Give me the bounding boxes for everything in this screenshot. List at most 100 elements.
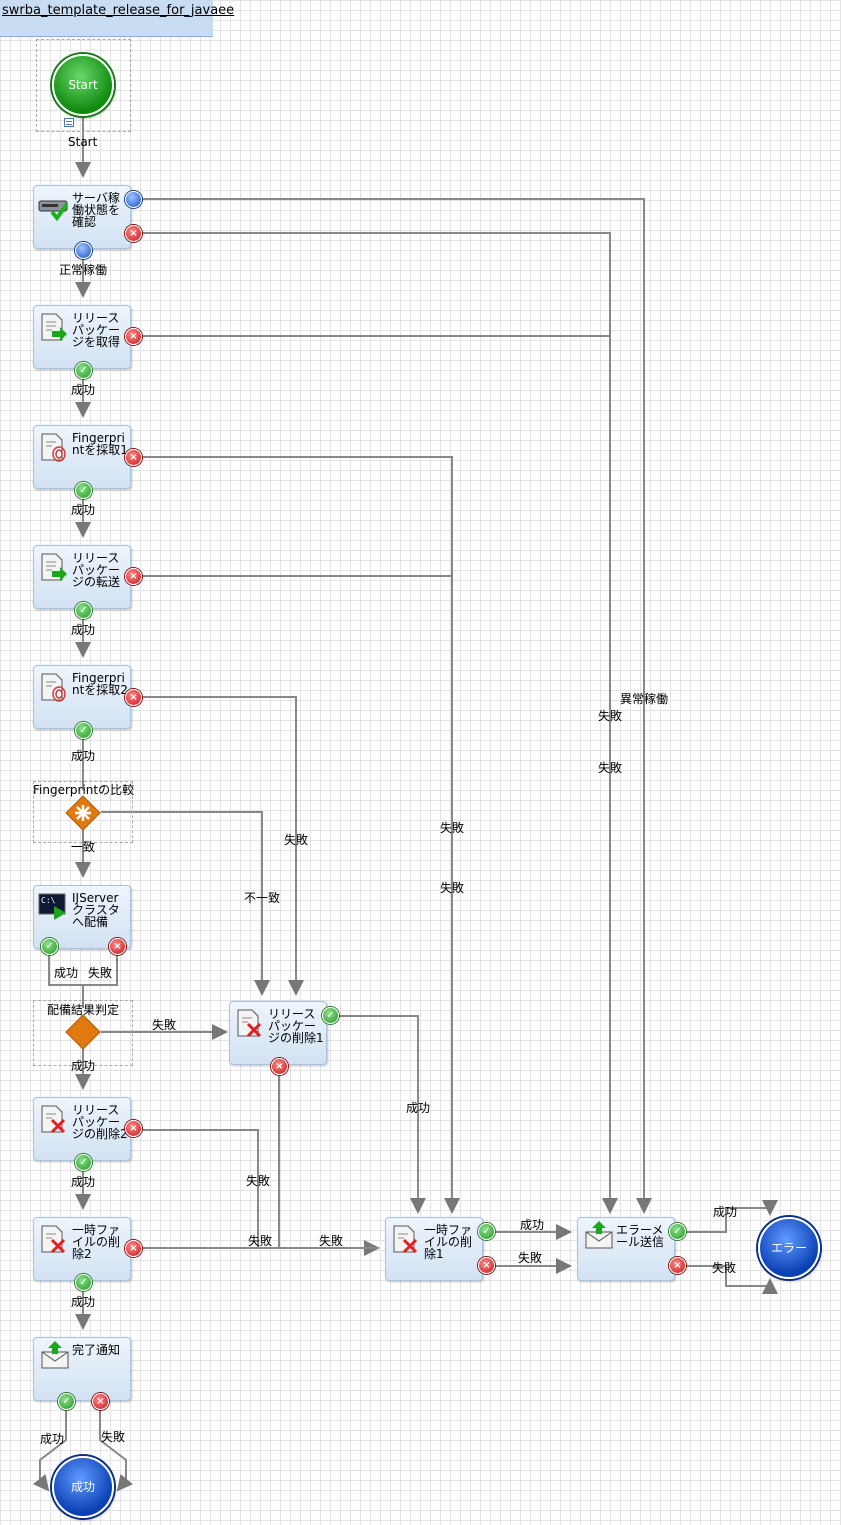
node-label: 完了通知 [72, 1343, 121, 1357]
port-failure[interactable]: × [478, 1257, 495, 1274]
port-abnormal[interactable] [125, 191, 142, 208]
edge-label-failure: 失敗 [246, 1174, 271, 1188]
port-failure[interactable]: × [125, 1120, 142, 1137]
node-fingerprint-2[interactable]: Fingerprintを採取2 [33, 665, 131, 729]
edge-label-failure: 失敗 [319, 1234, 344, 1248]
edge-label-success: 成功 [71, 1059, 96, 1073]
node-label: Fingerprintを採取2 [72, 671, 128, 697]
command-prompt-icon: C:\ [38, 893, 66, 920]
port-normal[interactable] [75, 242, 92, 259]
edge-label-failure: 失敗 [248, 1234, 273, 1248]
port-success[interactable]: ✓ [75, 602, 92, 619]
diagram-title-tab[interactable]: swrba_template_release_for_javaee [0, 0, 234, 37]
end-node-error[interactable]: エラー [758, 1217, 820, 1279]
edge-label-success: 成功 [54, 966, 79, 980]
node-fingerprint-1[interactable]: Fingerprintを採取1 [33, 425, 131, 489]
node-delete-package-1[interactable]: リリースパッケージの削除1 [229, 1001, 327, 1065]
node-check-server[interactable]: サーバ稼働状態を確認 [33, 185, 131, 249]
edge-label-normal: 正常稼働 [59, 263, 108, 277]
port-success[interactable]: ✓ [75, 1274, 92, 1291]
port-failure[interactable]: × [125, 1240, 142, 1257]
node-complete-notice[interactable]: 完了通知 [33, 1337, 131, 1401]
node-label: サーバ稼働状態を確認 [72, 191, 121, 229]
edge-label-success: 成功 [71, 1295, 96, 1309]
node-error-mail[interactable]: エラーメール送信 [577, 1217, 675, 1281]
node-label: 一時ファイルの削除2 [72, 1223, 121, 1261]
port-success[interactable]: ✓ [669, 1223, 686, 1240]
node-get-package[interactable]: リリースパッケージを取得 [33, 305, 131, 369]
node-label: リリースパッケージの削除1 [268, 1007, 324, 1045]
branch-deploy-result-diamond[interactable] [65, 1014, 101, 1050]
node-delete-temp-1[interactable]: 一時ファイルの削除1 [385, 1217, 483, 1281]
delete-file-icon [41, 1225, 66, 1254]
port-failure[interactable]: × [271, 1058, 288, 1075]
end-node-success-label: 成功 [70, 1480, 95, 1494]
edge-label-failure: 失敗 [88, 966, 113, 980]
end-node-error-label: エラー [770, 1241, 807, 1255]
edge-label-failure: 失敗 [152, 1018, 177, 1032]
delete-file-icon [41, 1105, 66, 1134]
edge-label-success: 成功 [71, 503, 96, 517]
edge-label-success: 成功 [406, 1101, 431, 1115]
node-label: リリースパッケージの転送 [72, 551, 121, 589]
edge-label-mismatch: 不一致 [244, 891, 281, 905]
edge-label-failure: 失敗 [518, 1251, 543, 1265]
edge-label-success: 成功 [71, 383, 96, 397]
edge-label-success: 成功 [520, 1218, 545, 1232]
node-label: リリースパッケージの削除2 [72, 1103, 128, 1141]
port-success[interactable]: ✓ [58, 1393, 75, 1410]
fingerprint-icon [41, 433, 66, 462]
node-label: リリースパッケージを取得 [72, 311, 121, 349]
edge-label-abnormal: 異常稼働 [620, 692, 669, 706]
fingerprint-icon [41, 673, 66, 702]
get-file-icon [41, 313, 67, 341]
edge-label-match: 一致 [71, 840, 96, 854]
branch-compare-diamond[interactable] [65, 795, 101, 831]
start-node[interactable]: Start [52, 54, 114, 116]
start-selection-box [36, 39, 131, 132]
mail-send-icon [585, 1221, 613, 1249]
node-label: 一時ファイルの削除1 [424, 1223, 473, 1261]
edge-label-success: 成功 [71, 1175, 96, 1189]
port-failure[interactable]: × [92, 1393, 109, 1410]
port-failure[interactable]: × [125, 449, 142, 466]
compare-selection-box [33, 781, 133, 843]
transfer-file-icon [41, 553, 67, 581]
edge-label-failure: 失敗 [712, 1261, 737, 1275]
port-failure[interactable]: × [125, 225, 142, 242]
port-failure[interactable]: × [125, 328, 142, 345]
server-check-icon [38, 200, 68, 222]
port-success[interactable]: ✓ [478, 1223, 495, 1240]
edge-label-failure: 失敗 [101, 1430, 126, 1444]
edge-label-success: 成功 [40, 1432, 65, 1446]
node-label: エラーメール送信 [616, 1223, 665, 1249]
node-label: IJServerクラスタへ配備 [72, 891, 120, 929]
delete-file-icon [393, 1225, 418, 1254]
node-transfer-package[interactable]: リリースパッケージの転送 [33, 545, 131, 609]
node-delete-package-2[interactable]: リリースパッケージの削除2 [33, 1097, 131, 1161]
port-failure[interactable]: × [669, 1257, 686, 1274]
edge-label-failure: 失敗 [440, 821, 465, 835]
port-success[interactable]: ✓ [75, 362, 92, 379]
branch-compare-label: Fingerprintの比較 [33, 783, 135, 797]
node-label: Fingerprintを採取1 [72, 431, 128, 457]
port-failure[interactable]: × [125, 689, 142, 706]
port-success[interactable]: ✓ [41, 938, 58, 955]
edge-label-failure: 失敗 [598, 709, 623, 723]
port-success[interactable]: ✓ [75, 482, 92, 499]
port-failure[interactable]: × [109, 938, 126, 955]
edge-label-failure: 失敗 [440, 881, 465, 895]
svg-text:C:\: C:\ [41, 896, 56, 905]
port-failure[interactable]: × [125, 568, 142, 585]
start-caption: Start [68, 135, 98, 149]
port-success[interactable]: ✓ [75, 722, 92, 739]
edge-label-success: 成功 [713, 1205, 738, 1219]
port-success[interactable]: ✓ [75, 1154, 92, 1171]
start-node-label: Start [68, 78, 98, 92]
properties-icon[interactable] [64, 118, 74, 127]
delete-file-icon [237, 1009, 262, 1038]
port-success[interactable]: ✓ [322, 1007, 339, 1024]
node-delete-temp-2[interactable]: 一時ファイルの削除2 [33, 1217, 131, 1281]
end-node-success[interactable]: 成功 [52, 1456, 114, 1518]
